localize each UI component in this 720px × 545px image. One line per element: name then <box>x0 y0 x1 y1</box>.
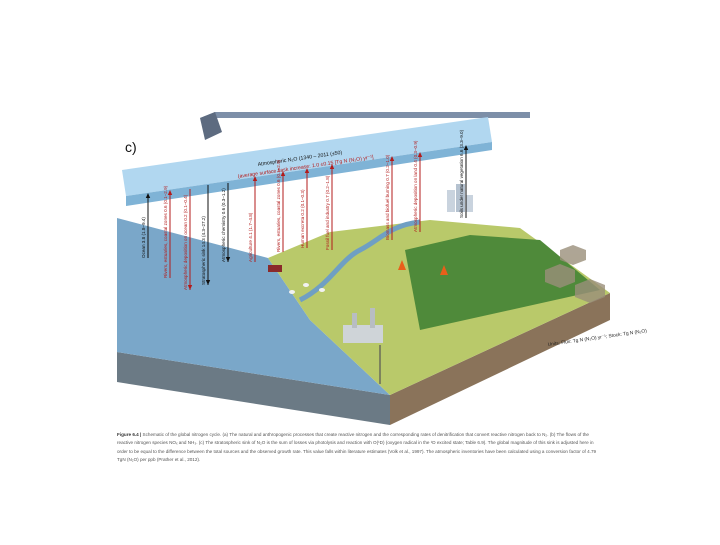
flux-label: Rivers, estuaries, coastal zones 0.6 (0.… <box>163 185 168 278</box>
flux-label: Agriculture 4.1 (1.7–4.8) <box>248 212 253 262</box>
top-slab-edge <box>200 112 530 118</box>
panel-label: c) <box>125 139 137 155</box>
flux-label: Human excreta 0.2 (0.1–0.3) <box>300 189 305 248</box>
flux-label: Atmospheric deposition on land 0.4 (0.3–… <box>413 140 418 232</box>
flux-label: Rivers, estuaries, coastal zones 0.6 (0.… <box>276 159 281 252</box>
figure-caption: Figure 6.4 | Schematic of the global nit… <box>117 431 597 465</box>
flux-label: Atmospheric deposition on ocean 0.2 (0.1… <box>183 194 188 290</box>
caption-text: Schematic of the global nitrogen cycle. … <box>117 432 596 462</box>
barn <box>268 265 282 272</box>
flux-label: Soils under natural vegetation 6.6 (3.3–… <box>459 129 464 218</box>
flux-label: Stratospheric sink 14.3 (4.3–27.2) <box>201 216 206 285</box>
flux-label: Biomass and biofuel burning 0.7 (0.2–1.0… <box>385 154 390 240</box>
flux-label: Fossil fuel and industry 0.7 (0.2–1.8) <box>325 175 330 250</box>
flux-label: Atmospheric chemistry 0.6 (0.3–1.2) <box>221 188 226 262</box>
caption-label: Figure 6.4 | <box>117 432 141 437</box>
flux-label: Ocean 3.8 (1.8–9.4) <box>141 217 146 258</box>
